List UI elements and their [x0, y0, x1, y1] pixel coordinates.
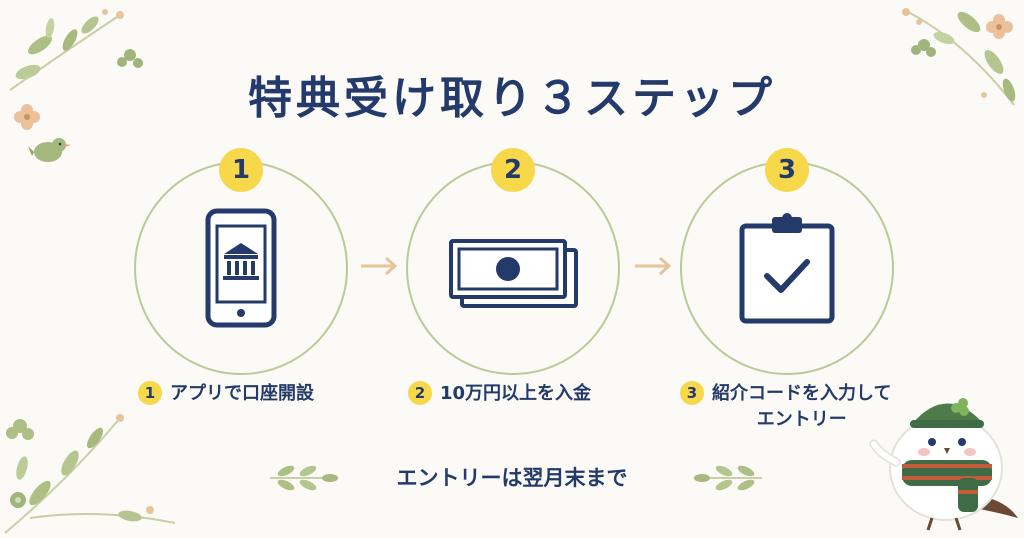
step-1-caption: 1 アプリで口座開設	[138, 381, 314, 407]
leaf-sprig-left	[270, 465, 338, 491]
caption-line: エントリー	[756, 409, 847, 430]
step-2-caption-badge: 2	[408, 381, 432, 405]
leaf-branch-bottom-left	[4, 414, 176, 534]
caption-line: アプリで口座開設	[170, 383, 314, 404]
arrow-right-icon	[635, 256, 672, 276]
flower-icon	[14, 104, 40, 130]
smartphone-bank-icon	[205, 208, 277, 328]
caption-line: 紹介コードを入力して	[712, 383, 892, 404]
entry-deadline-note: エントリーは翌月末まで	[396, 466, 628, 490]
leaf-sprig-right	[694, 465, 762, 491]
step-3-caption-badge: 3	[680, 381, 704, 405]
bird-icon	[28, 138, 71, 162]
step-2-badge: 2	[491, 148, 535, 192]
banknote-icon	[449, 239, 578, 308]
step-2-caption: 2 10万円以上を入金	[408, 381, 591, 407]
clipboard-check-icon	[739, 213, 835, 324]
caption-line: 10万円以上を入金	[440, 383, 592, 404]
step-3-caption: 3 紹介コードを入力して エントリー	[680, 381, 891, 433]
step-1-badge: 1	[219, 148, 263, 192]
leaf-branch-top-left	[9, 9, 143, 91]
step-3-caption-text: 紹介コードを入力して エントリー	[712, 381, 891, 433]
page-title: 特典受け取り３ステップ	[248, 73, 776, 124]
step-1-caption-text: アプリで口座開設	[170, 381, 314, 407]
step-2-caption-text: 10万円以上を入金	[440, 381, 591, 407]
leaf-branch-top-right	[902, 8, 1016, 106]
step-3-badge: 3	[765, 148, 809, 192]
arrow-right-icon	[361, 256, 398, 276]
step-1-caption-badge: 1	[138, 381, 162, 405]
mascot-bird-icon	[869, 398, 1018, 531]
